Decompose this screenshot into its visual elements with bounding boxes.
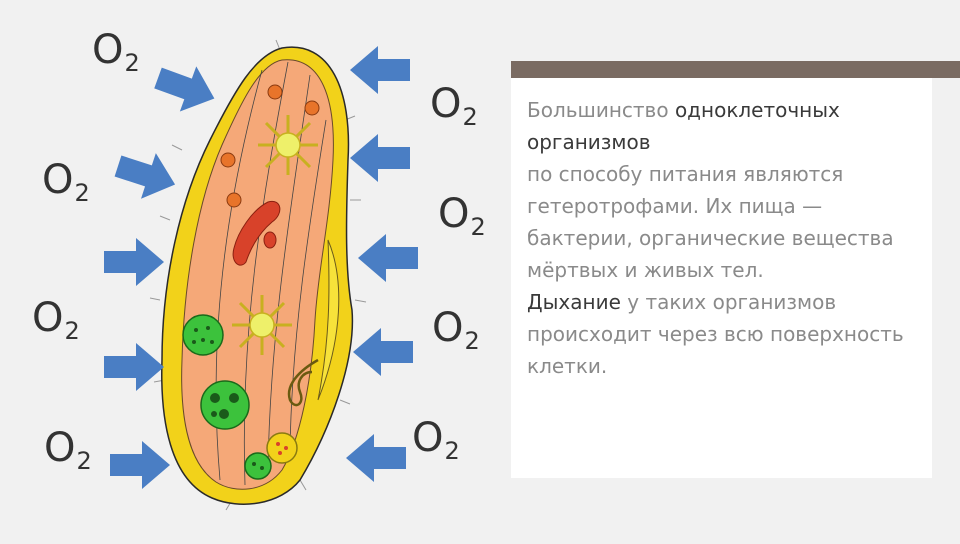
contractile-vacuole-bottom [232,295,292,355]
body-text: Большинство одноклеточных организмов по … [527,94,927,382]
o2-label: O2 [412,415,460,465]
granules [220,84,320,208]
arrow-icon [346,434,406,482]
digestive-vacuole-4 [266,432,298,464]
paramecium-illustration: O2 O2 O2 O2 O2 O2 O2 O2 [32,27,486,511]
o2-label: O2 [32,295,80,345]
arrow-icon [104,343,164,391]
text-emphasis: одноклеточных организмов [527,98,840,154]
o2-label: O2 [92,27,140,77]
text-lead: Большинство [527,98,675,122]
o2-label: O2 [44,425,92,475]
cytopharynx [287,358,319,407]
arrow-icon [110,143,183,208]
text-card: Большинство одноклеточных организмов по … [511,78,932,478]
text-paragraph: у таких организмов происходит через всю … [527,290,904,378]
text-emphasis-breathing: Дыхание [527,290,621,314]
digestive-vacuole-3 [244,452,272,480]
arrow-icon [350,46,410,94]
contractile-vacuole-top [258,115,318,175]
accent-bar [511,61,960,78]
arrow-icon [149,55,223,122]
o2-label: O2 [438,191,486,241]
arrow-icon [110,441,170,489]
o2-label: O2 [42,157,90,207]
macronucleus [232,200,281,266]
arrow-icon [104,238,164,286]
text-paragraph: по способу питания являются гетеротрофам… [527,162,894,282]
arrow-icon [350,134,410,182]
paramecium-diagram [104,39,418,511]
o2-label: O2 [432,305,480,355]
arrow-icon [353,328,413,376]
micronucleus [263,231,277,249]
o2-label: O2 [430,81,478,131]
oral-groove [317,239,340,401]
arrow-icon [358,234,418,282]
digestive-vacuole-2 [200,380,250,430]
digestive-vacuole-1 [182,314,224,356]
